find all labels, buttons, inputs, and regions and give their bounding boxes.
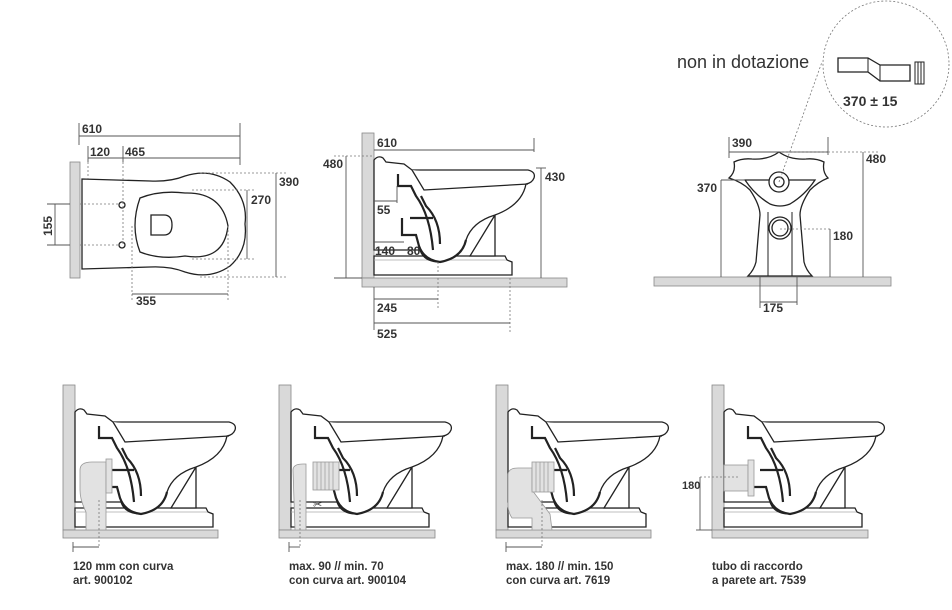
variant-caption-line1: 120 mm con curva (73, 561, 174, 573)
dim-525: 525 (377, 327, 397, 341)
dim-610: 610 (82, 122, 102, 136)
detail-callout: non in dotazione 370 ± 15 (677, 0, 950, 128)
variant-caption-line2: art. 900102 (73, 575, 132, 587)
variant-caption-line1: tubo di raccordo (712, 561, 803, 573)
variant-caption-line2: con curva art. 7619 (506, 575, 610, 587)
toilet-front-outline (727, 151, 830, 277)
dim-120: 120 (90, 145, 110, 159)
dim-245: 245 (377, 301, 397, 315)
bowl-opening (150, 214, 173, 236)
dim-430: 430 (545, 170, 565, 184)
floor (653, 276, 892, 287)
front-view: 390 480 370 180 175 (653, 61, 892, 315)
installation-variant-1: 120 mm con curva art. 900102 (61, 383, 237, 587)
dim-355: 355 (136, 294, 156, 308)
dim-80: 80 (407, 244, 421, 258)
connection-pipe-icon (837, 57, 925, 85)
fixing-hole (118, 241, 126, 249)
dim-390: 390 (279, 175, 299, 189)
dim-610: 610 (377, 136, 397, 150)
dim-180: 180 (833, 229, 853, 243)
dim-155: 155 (41, 216, 55, 236)
flexible-pipe (531, 461, 555, 493)
floor (361, 277, 568, 288)
scissors-icon: ✂ (313, 499, 322, 511)
installation-variant-4: 180 tubo di raccordo a parete art. 7539 (682, 383, 886, 587)
wall (69, 161, 81, 279)
variant-caption-line1: max. 90 // min. 70 (289, 561, 384, 573)
side-view: 610 480 430 55 140 80 245 525 (323, 131, 568, 341)
pipe-length-dim: 370 ± 15 (843, 93, 898, 109)
curved-pipe (292, 463, 307, 531)
dim-370: 370 (697, 181, 717, 195)
variant-caption-line2: a parete art. 7539 (712, 575, 806, 587)
dim-270: 270 (251, 193, 271, 207)
dim-465: 465 (125, 145, 145, 159)
dim-140: 140 (375, 244, 395, 258)
not-supplied-label: non in dotazione (677, 52, 809, 72)
variant-caption-line1: max. 180 // min. 150 (506, 561, 613, 573)
dim-180: 180 (682, 480, 700, 492)
curved-pipe (507, 467, 553, 531)
dim-480: 480 (866, 152, 886, 166)
wall-connection-pipe (723, 464, 749, 492)
plan-view: 610 120 465 390 270 155 355 (41, 122, 299, 308)
fixing-hole (118, 201, 126, 209)
seat-outline (134, 191, 229, 258)
dim-175: 175 (763, 301, 783, 315)
dim-480: 480 (323, 157, 343, 171)
installation-variant-3: max. 180 // min. 150 con curva art. 7619 (494, 383, 670, 587)
installation-variant-2: ✂ max. 90 // min. 70 con curva art. 9001… (277, 383, 453, 587)
variant-caption-line2: con curva art. 900104 (289, 575, 407, 587)
dim-390: 390 (732, 136, 752, 150)
dim-55: 55 (377, 203, 391, 217)
curved-pipe (79, 461, 107, 531)
